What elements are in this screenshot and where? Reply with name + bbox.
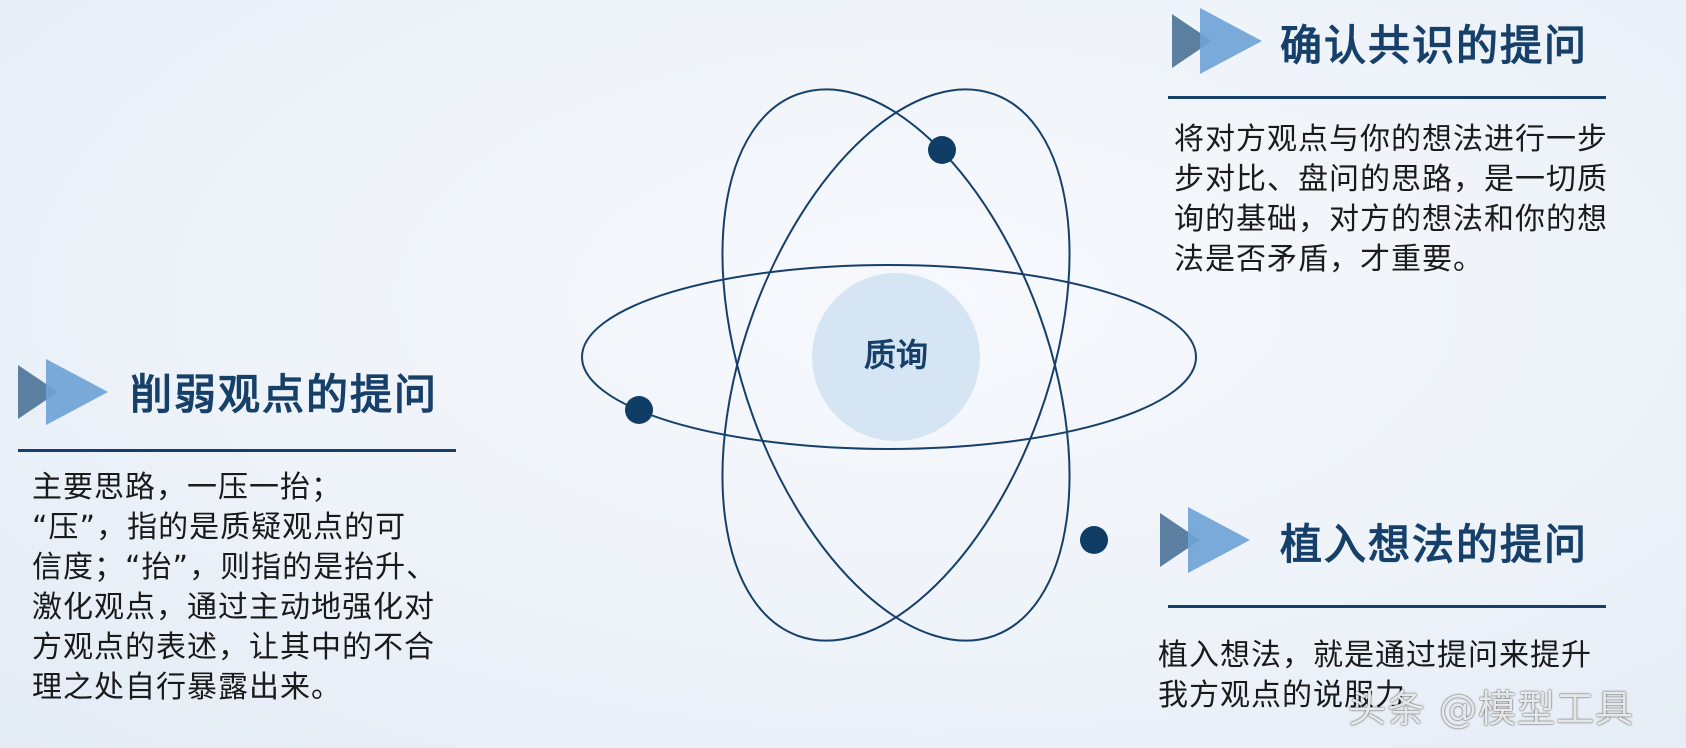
implant-title: 植入想法的提问	[1280, 520, 1589, 569]
weaken-line: 主要思路，一压一抬；	[32, 470, 342, 505]
section-rule	[1168, 605, 1606, 608]
weaken-title: 削弱观点的提问	[130, 370, 439, 419]
consensus-line: 法是否矛盾，才重要。	[1174, 242, 1484, 277]
implant-line: 我方观点的说服力	[1158, 678, 1406, 713]
weaken-line: 激化观点，通过主动地强化对	[32, 590, 435, 625]
orbit-left-tilt	[721, 88, 1071, 642]
consensus-line: 询的基础，对方的想法和你的想	[1174, 202, 1608, 237]
consensus-line: 将对方观点与你的想法进行一步	[1174, 122, 1608, 157]
consensus-line: 步对比、盘问的思路，是一切质	[1174, 162, 1608, 197]
weaken-body: 主要思路，一压一抬； “压”，指的是质疑观点的可 信度；“抬”，则指的是抬升、 …	[32, 468, 437, 708]
orbit-right-tilt	[721, 88, 1071, 642]
consensus-title: 确认共识的提问	[1280, 21, 1589, 70]
double-arrow-icon	[18, 359, 108, 425]
orbit-horizontal	[581, 264, 1197, 450]
double-arrow-icon	[1160, 507, 1250, 573]
implant-line: 植入想法，就是通过提问来提升	[1158, 638, 1592, 673]
nucleus-circle	[812, 273, 980, 441]
consensus-body: 将对方观点与你的想法进行一步 步对比、盘问的思路，是一切质 询的基础，对方的想法…	[1174, 120, 1608, 280]
implant-body: 植入想法，就是通过提问来提升 我方观点的说服力	[1158, 636, 1592, 716]
electron-right	[1080, 526, 1108, 554]
weaken-line: 信度；“抬”，则指的是抬升、	[32, 550, 438, 585]
section-rule	[1168, 96, 1606, 99]
weaken-line: “压”，指的是质疑观点的可	[32, 510, 407, 545]
watermark: 头条 @模型工具	[1348, 687, 1635, 731]
electron-left	[625, 396, 653, 424]
weaken-line: 理之处自行暴露出来。	[32, 670, 342, 705]
weaken-line: 方观点的表述，让其中的不合	[32, 630, 435, 665]
nucleus-label: 质询	[863, 336, 928, 374]
double-arrow-icon	[1172, 8, 1262, 74]
section-rule	[18, 449, 456, 452]
electron-top	[928, 136, 956, 164]
